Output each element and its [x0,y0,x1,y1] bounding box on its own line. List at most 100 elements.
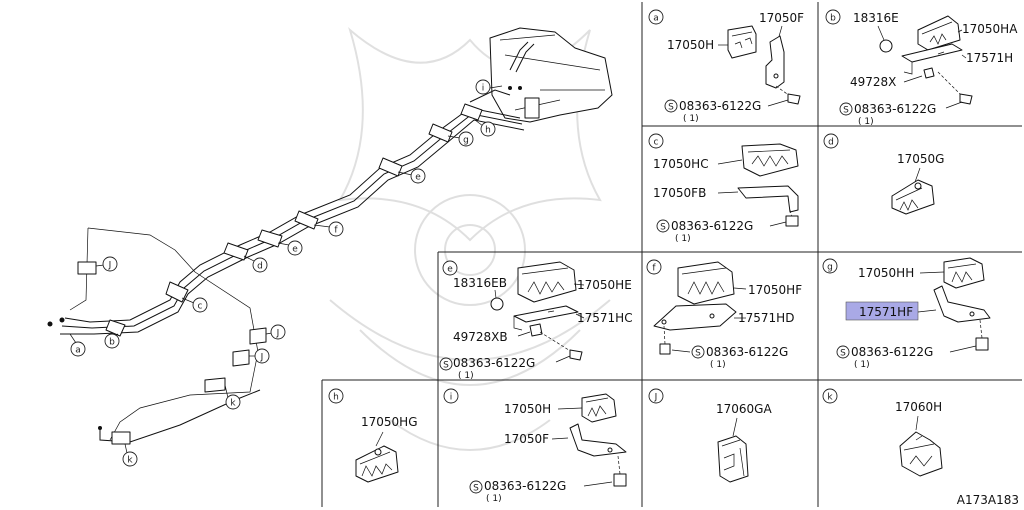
clip-17050HA [917,15,961,51]
part-17060GA: 17060GA [716,402,772,416]
quantity: ( 1) [710,360,726,370]
panel-k: k 17060H [822,388,943,477]
part-49728X: 49728X [850,75,896,89]
part-17050HA: 17050HA [962,22,1018,36]
svg-text:S: S [443,361,449,371]
clip-17050HH [943,257,985,289]
part-17050F: 17050F [759,11,804,25]
svg-text:k: k [230,399,236,409]
part-17571HF[interactable]: 17571HF [859,305,913,319]
pipe-clamps [77,103,483,445]
part-17060H: 17060H [895,400,942,414]
svg-text:k: k [827,393,833,403]
clip-17050HG [355,445,399,483]
clip-17050HC [741,143,799,177]
callout-b: b [104,333,120,349]
svg-text:S: S [660,223,666,233]
part-17050HG: 17050HG [361,415,418,429]
svg-text:i: i [482,84,485,94]
part-08363-6122G: 08363-6122G [854,102,936,116]
part-08363-6122G: 08363-6122G [453,356,535,370]
callout-d: d [252,257,268,273]
part-17050F: 17050F [504,432,549,446]
part-17050HC: 17050HC [653,157,709,171]
part-17571H: 17571H [966,51,1013,65]
bracket-17571HD [653,303,737,331]
panel-j: J 17060GA [648,388,772,483]
quantity: ( 1) [458,371,474,381]
callout-c: c [192,297,208,313]
callout-k2: k [122,451,138,467]
panel-g-letter: g [822,258,838,274]
svg-text:h: h [485,126,491,136]
svg-text:e: e [447,265,453,275]
part-17050HH: 17050HH [858,266,914,280]
svg-text:e: e [292,245,298,255]
panel-grid [321,2,1022,507]
quantity: ( 1) [486,494,502,504]
svg-text:b: b [830,14,836,24]
callout-j3: J [254,348,270,364]
svg-text:f: f [334,226,338,236]
fuel-tank [489,27,613,123]
callout-h: h [480,121,496,137]
svg-text:S: S [695,349,701,359]
bolt-symbol: S [439,357,453,371]
panel-f-letter: f [646,259,662,275]
nut-49728X [923,67,935,79]
part-17050FB: 17050FB [653,186,706,200]
svg-text:k: k [127,456,133,466]
clip-17050HE [517,261,577,303]
panel-d: d 17050G [823,133,944,215]
main-callouts: i h g e f e d c b a J J J k [69,79,503,467]
svg-text:S: S [840,349,846,359]
svg-text:d: d [828,138,834,148]
grommet-18316EB [490,297,504,311]
panel-h: h 17050HG [328,388,418,483]
highlighted-part[interactable] [845,301,919,321]
callout-k1: k [225,394,241,410]
callout-e: e [410,168,426,184]
svg-text:i: i [450,393,453,403]
clip-17050H [727,25,757,59]
svg-text:h: h [333,393,339,403]
panel-j-letter: J [648,388,664,404]
panel-g: g 17050HH 17571HF S 08363-6122G ( 1) [822,257,991,370]
panel-i-letter: i [443,388,459,404]
bolt-symbol: S [839,102,853,116]
svg-text:b: b [109,338,115,348]
part-08363-6122G: 08363-6122G [851,345,933,359]
svg-text:S: S [473,484,479,494]
callout-j1: J [102,256,118,272]
nut-49728XB [529,323,543,337]
part-08363-6122G: 08363-6122G [671,219,753,233]
part-18316EB: 18316EB [453,276,507,290]
callout-e2: e [287,240,303,256]
clip-17060H [899,431,943,477]
bracket-17050FB [737,185,799,213]
svg-text:e: e [415,173,421,183]
quantity: ( 1) [858,117,874,127]
callout-g: g [458,131,474,147]
panel-f: f 17050HF 17571HD S 08363-6122G ( 1) [646,259,802,370]
quantity: ( 1) [854,360,870,370]
callout-a: a [70,341,86,357]
panel-d-letter: d [823,133,839,149]
panel-c: c 17050HC 17050FB S 08363-6122G ( 1) [648,133,799,244]
svg-text:J: J [260,353,264,363]
svg-text:J: J [654,393,658,403]
callout-f: f [328,221,344,237]
part-17050HF: 17050HF [748,283,802,297]
part-17050HE: 17050HE [577,278,632,292]
bolt-symbol: S [656,219,670,233]
bracket-17571H [901,43,963,63]
panel-e: e 17050HE 18316EB 17571HC 49728XB S 0836… [439,260,633,381]
svg-text:g: g [463,136,469,146]
svg-text:J: J [108,261,112,271]
svg-text:c: c [198,302,203,312]
svg-text:a: a [75,346,81,356]
bolt-symbol: S [469,480,483,494]
panel-c-letter: c [648,133,664,149]
callout-i: i [475,79,491,95]
